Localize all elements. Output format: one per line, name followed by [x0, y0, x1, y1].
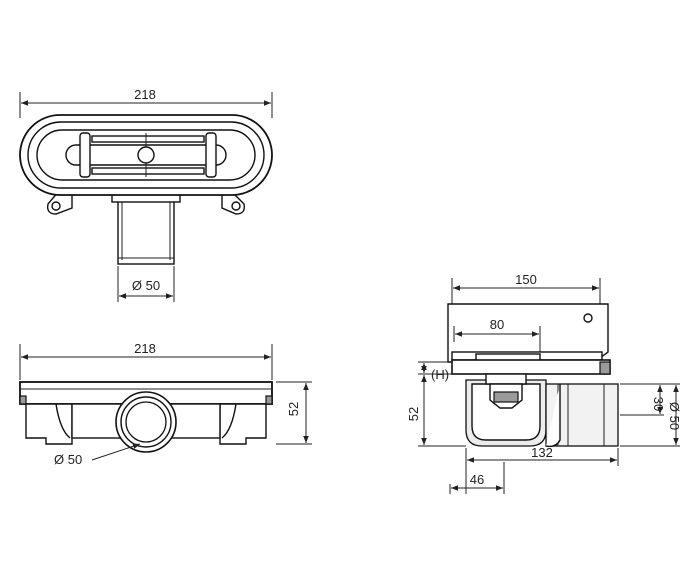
side-offset-label: 46	[470, 472, 484, 487]
side-height-label: 52	[406, 407, 421, 421]
top-view: 218 Ø	[19, 87, 273, 302]
top-width-label: 218	[134, 87, 156, 102]
front-height-label: 52	[286, 402, 301, 416]
drain-body-front	[19, 381, 273, 453]
front-outlet-leader	[91, 443, 141, 461]
side-length-label: 150	[515, 272, 537, 287]
front-width-label: 218	[134, 341, 156, 356]
drain-body-top	[19, 114, 273, 196]
top-outlet-label: Ø 50	[132, 278, 160, 293]
side-view: 150 80	[406, 272, 682, 494]
side-outlet-dia-label: Ø 50	[667, 402, 682, 430]
drain-body-side	[451, 351, 619, 448]
top-outlet-pipe	[111, 191, 181, 265]
side-adjust-label: (H)	[431, 367, 449, 382]
front-outlet-label: Ø 50	[54, 452, 82, 467]
side-outlet-length-label: 132	[531, 445, 553, 460]
side-outlet-axis-label: 30	[651, 397, 666, 411]
front-view: 218 52 Ø 50	[19, 341, 312, 467]
side-inner-label: 80	[490, 317, 504, 332]
